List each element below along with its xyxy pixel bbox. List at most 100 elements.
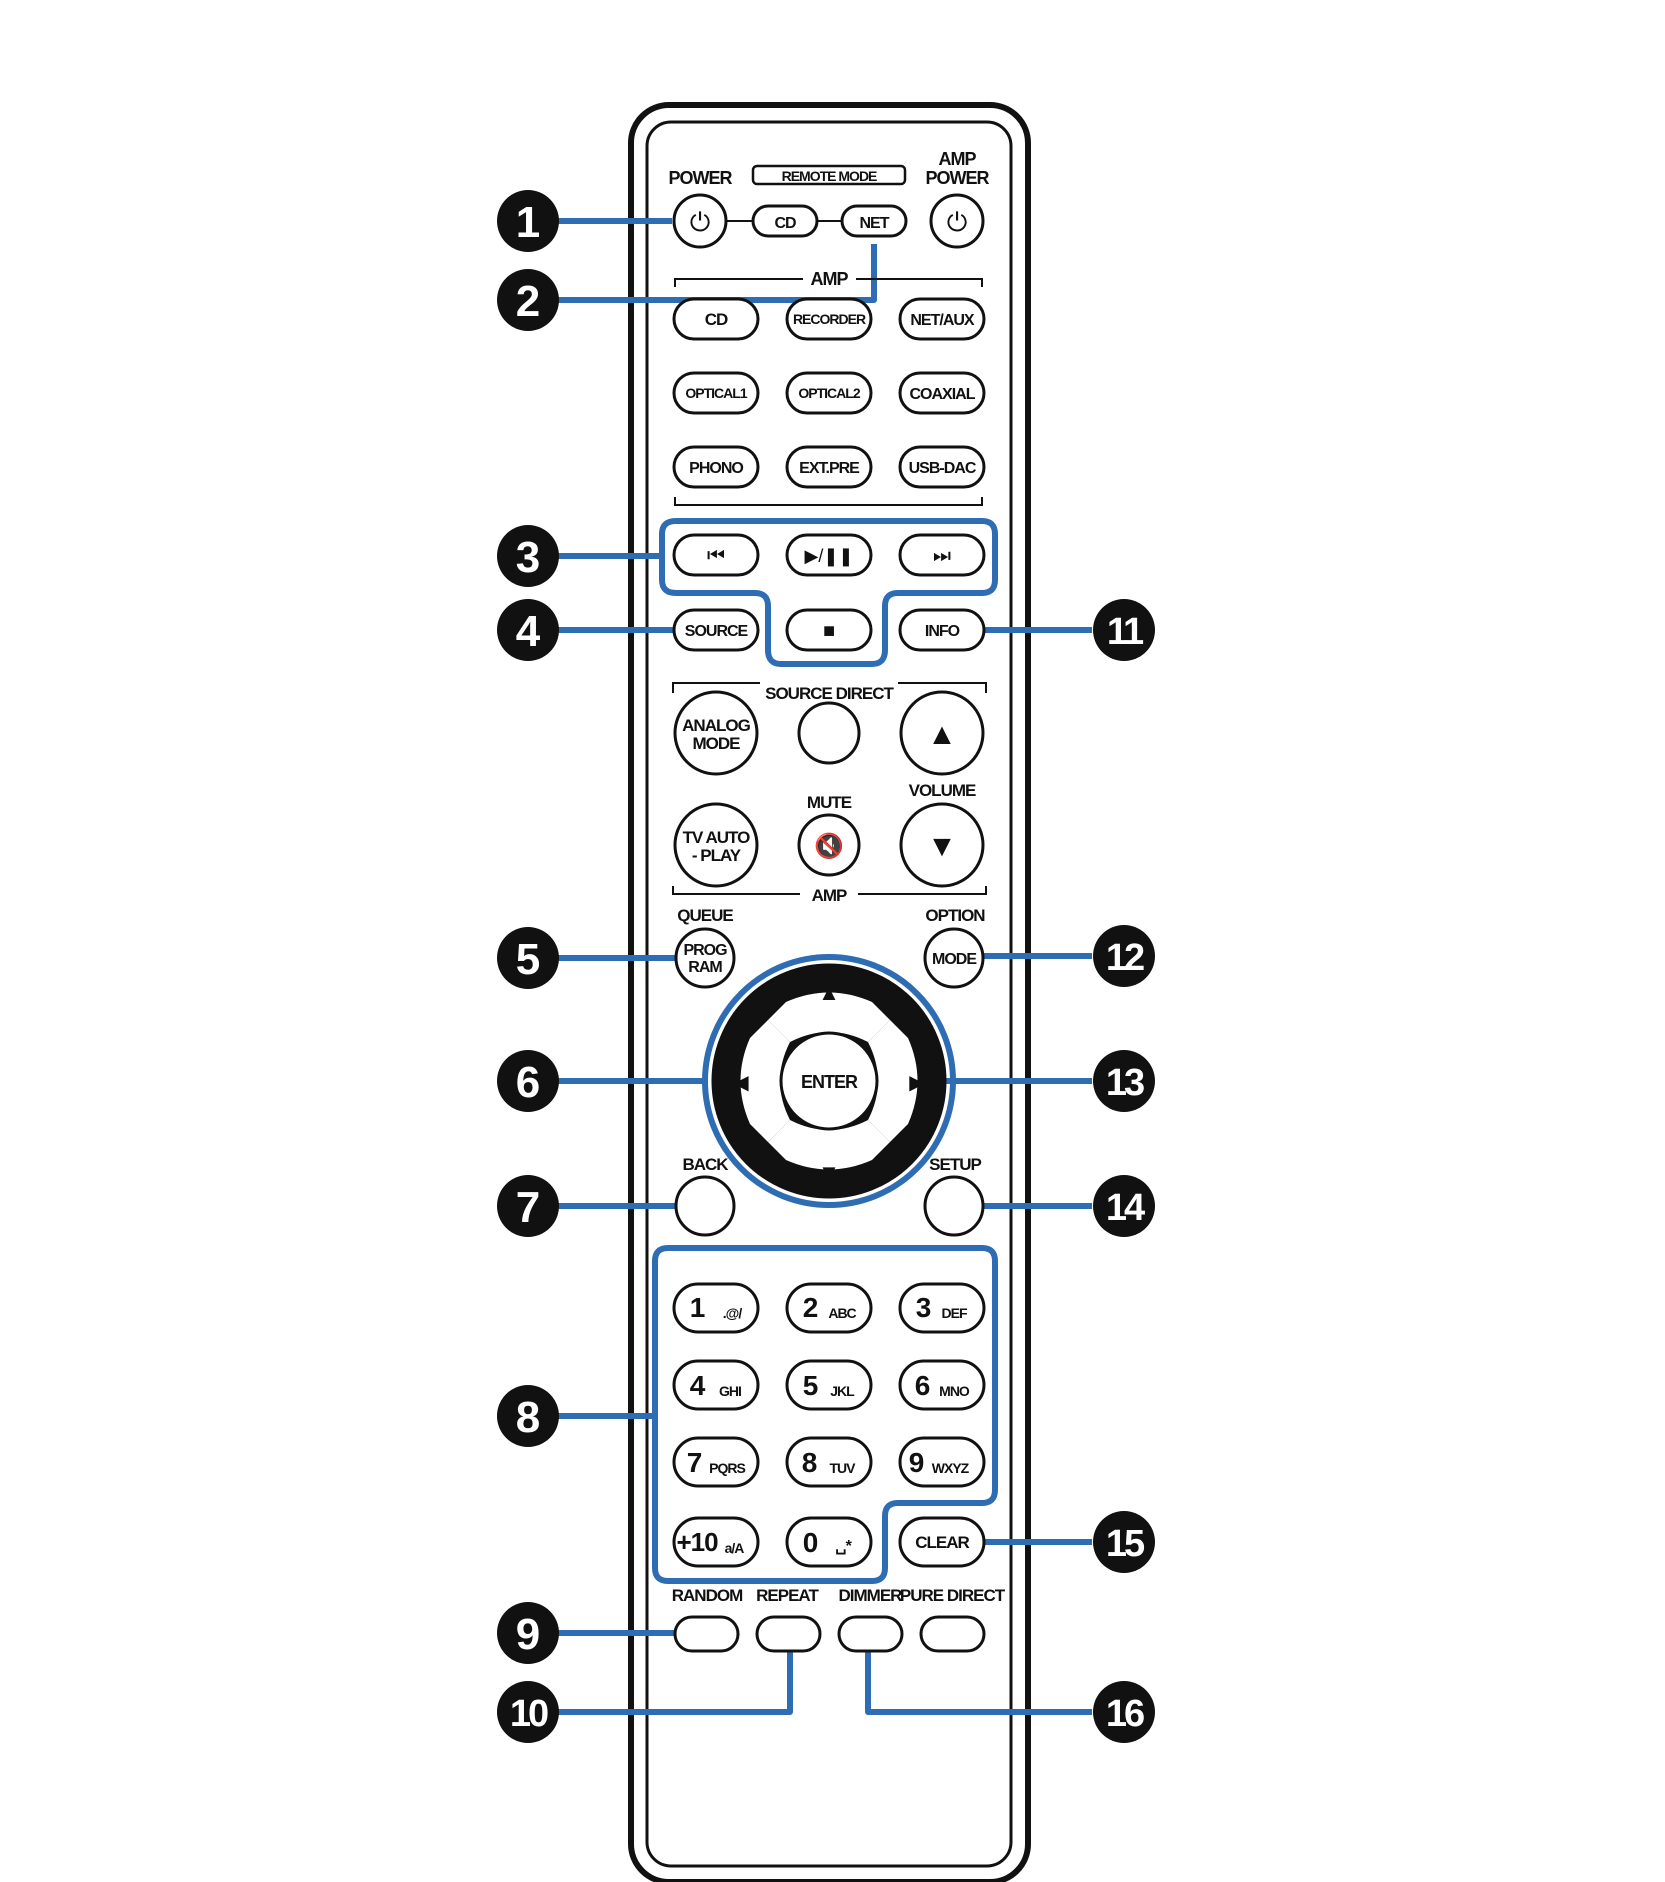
tv-auto-play-label-2: - PLAY [692,846,742,865]
back-label: BACK [682,1155,729,1174]
optical2-input-button[interactable]: OPTICAL2 [785,371,873,415]
analog-mode-label-2: MODE [693,734,741,753]
stop-button[interactable]: ■ [785,608,873,652]
callout-15-text: 15 [1106,1523,1145,1565]
remote-labels: POWER REMOTE MODE AMP POWER AMP SOURCE D… [668,149,1006,1605]
mode-button[interactable]: MODE [923,927,985,989]
pure-direct-button[interactable] [919,1615,986,1653]
callout-11-text: 11 [1107,611,1144,653]
key-4-num: 4 [690,1370,706,1401]
key-1-sub: .@/ [723,1305,743,1321]
callout-15: 15 [1093,1511,1155,1573]
volume-up-button[interactable]: ▲ [899,690,985,776]
optical1-input-button[interactable]: OPTICAL1 [672,371,760,415]
net-aux-input-label: NET/AUX [910,312,975,329]
key-8-sub: TUV [830,1460,857,1476]
random-button[interactable] [673,1615,740,1653]
key-3[interactable]: 3 DEF [898,1282,986,1334]
cursor-right-icon[interactable]: ▶ [909,1072,925,1094]
phono-input-button[interactable]: PHONO [672,445,760,489]
key-4[interactable]: 4 GHI [672,1359,760,1411]
net-mode-button[interactable]: NET [840,204,908,238]
callout-badges: 1 2 3 4 5 6 7 8 [497,190,1155,1743]
key-6[interactable]: 6 MNO [898,1359,986,1411]
recorder-input-label: RECORDER [793,311,866,327]
mute-icon: 🔇 [814,832,844,860]
callout-14-text: 14 [1106,1187,1145,1229]
usb-dac-input-button[interactable]: USB-DAC [898,445,986,489]
analog-mode-button[interactable]: ANALOG MODE [673,690,759,776]
source-direct-button[interactable] [797,701,861,765]
setup-label: SETUP [929,1155,981,1174]
key-7[interactable]: 7 PQRS [672,1436,760,1488]
play-pause-button[interactable]: ▶/❚❚ [785,533,873,577]
coaxial-input-label: COAXIAL [910,386,976,403]
keypad: 1 .@/ 2 ABC 3 DEF 4 GHI 5 JKL [672,1282,986,1568]
power-button[interactable]: ⏻ [672,193,728,249]
key-1[interactable]: 1 .@/ [672,1282,760,1334]
volume-down-button[interactable]: ▼ [899,802,985,888]
callout-10: 10 [497,1681,559,1743]
pure-direct-label: PURE DIRECT [900,1586,1006,1605]
mute-button[interactable]: 🔇 [797,813,861,877]
dimmer-label: DIMMER [839,1586,903,1605]
repeat-button[interactable] [755,1615,822,1653]
key-2[interactable]: 2 ABC [785,1282,873,1334]
previous-icon: ⏮ [707,545,725,567]
key-plus10[interactable]: +10 a/A [672,1516,760,1568]
cursor-left-icon[interactable]: ◀ [733,1072,749,1094]
volume-up-icon: ▲ [927,718,957,751]
next-button[interactable]: ⏭ [898,533,986,577]
remote-mode-frame [751,164,907,186]
optical1-input-label: OPTICAL1 [685,385,747,401]
key-0[interactable]: 0 ␣* [785,1516,873,1568]
key-7-num: 7 [687,1447,702,1478]
key-4-sub: GHI [719,1383,741,1399]
source-direct-label: SOURCE DIRECT [765,684,894,703]
callout-10-text: 10 [510,1693,548,1735]
previous-button[interactable]: ⏮ [672,533,760,577]
recorder-input-button[interactable]: RECORDER [785,297,873,341]
cd-input-label: CD [705,310,728,329]
callout-5-text: 5 [516,935,540,984]
cursor-up-icon[interactable]: ▲ [818,980,840,1005]
usb-dac-input-label: USB-DAC [909,460,977,477]
callout-6: 6 [497,1050,559,1112]
amp-power-label-1: AMP [939,149,977,169]
play-pause-icon: ▶/❚❚ [804,546,853,567]
callout-8-text: 8 [516,1393,540,1442]
amp-power-button[interactable]: ⏻ [929,193,985,249]
amp-power-icon: ⏻ [947,207,968,237]
setup-button[interactable] [923,1175,985,1237]
clear-button-label: CLEAR [915,1533,969,1552]
callout-7-text: 7 [516,1183,540,1232]
back-button[interactable] [674,1175,736,1237]
key-5[interactable]: 5 JKL [785,1359,873,1411]
key-1-num: 1 [690,1292,705,1323]
key-9-sub: WXYZ [932,1460,970,1476]
cd-mode-button[interactable]: CD [751,204,819,238]
coaxial-input-button[interactable]: COAXIAL [898,371,986,415]
tv-auto-play-label-1: TV AUTO [683,828,750,847]
ext-pre-input-button[interactable]: EXT.PRE [785,445,873,489]
option-label: OPTION [925,906,985,925]
amp-power-label-2: POWER [925,168,989,188]
info-button[interactable]: INFO [898,608,986,652]
callout-1: 1 [497,190,559,252]
dimmer-button[interactable] [837,1615,904,1653]
mode-button-label: MODE [932,951,977,968]
power-icon: ⏻ [690,207,711,237]
cursor-down-icon[interactable]: ▼ [818,1160,840,1185]
callout-7: 7 [497,1175,559,1237]
clear-button[interactable]: CLEAR [898,1516,986,1568]
source-button[interactable]: SOURCE [672,608,760,652]
callout-9-text: 9 [516,1610,540,1659]
tv-auto-play-button[interactable]: TV AUTO - PLAY [673,802,759,888]
net-aux-input-button[interactable]: NET/AUX [898,297,986,341]
enter-button[interactable]: ENTER [779,1031,879,1131]
cd-input-button[interactable]: CD [672,297,760,341]
program-button[interactable]: PROG RAM [674,927,736,989]
key-9[interactable]: 9 WXYZ [898,1436,986,1488]
key-8[interactable]: 8 TUV [785,1436,873,1488]
queue-label: QUEUE [677,906,733,925]
